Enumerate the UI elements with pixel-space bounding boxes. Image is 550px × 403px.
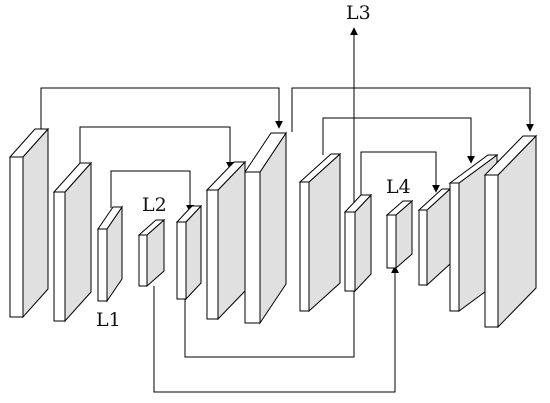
connection-block9-to-block11 — [360, 151, 440, 195]
block-5-front-face — [176, 221, 187, 300]
label-l2: L2 — [142, 194, 167, 216]
block-6 — [205, 160, 247, 321]
block-6-front-face — [206, 189, 219, 320]
connection-l2-bottom — [153, 265, 399, 393]
connection-block2-to-block6 — [79, 126, 234, 170]
label-l3: L3 — [346, 2, 371, 24]
block-1-side-face — [22, 127, 49, 319]
connection-block1-to-block7 — [40, 87, 283, 130]
block-7-front-face — [244, 171, 261, 324]
block-8 — [298, 152, 342, 313]
block-1-front-face — [9, 156, 24, 318]
block-2-front-face — [53, 191, 66, 322]
block-1 — [8, 127, 50, 319]
block-5 — [175, 204, 203, 301]
block-12-front-face — [449, 182, 460, 312]
block-3-front-face — [97, 228, 108, 302]
block-9-front-face — [344, 211, 356, 292]
block-7 — [244, 131, 287, 325]
block-10-front-face — [386, 214, 397, 269]
block-11-front-face — [418, 209, 428, 286]
skip-connections — [40, 27, 534, 393]
block-11 — [417, 187, 452, 287]
block-9 — [343, 193, 373, 293]
connection-block3-to-block5 — [110, 170, 194, 213]
block-4-front-face — [138, 234, 148, 287]
block-2 — [52, 161, 93, 323]
block-10 — [385, 199, 414, 270]
block-3 — [97, 205, 123, 303]
connection-block7-to-block13 — [291, 87, 534, 132]
label-l4: L4 — [386, 176, 411, 198]
feature-map-blocks — [8, 127, 538, 329]
block-13 — [483, 134, 538, 329]
label-l1: L1 — [96, 309, 121, 331]
connection-block8-to-block12 — [322, 117, 475, 164]
block-4 — [137, 218, 166, 288]
connection-l1-bottom — [184, 281, 358, 358]
block-13-front-face — [484, 174, 499, 328]
block-8-front-face — [299, 181, 310, 312]
